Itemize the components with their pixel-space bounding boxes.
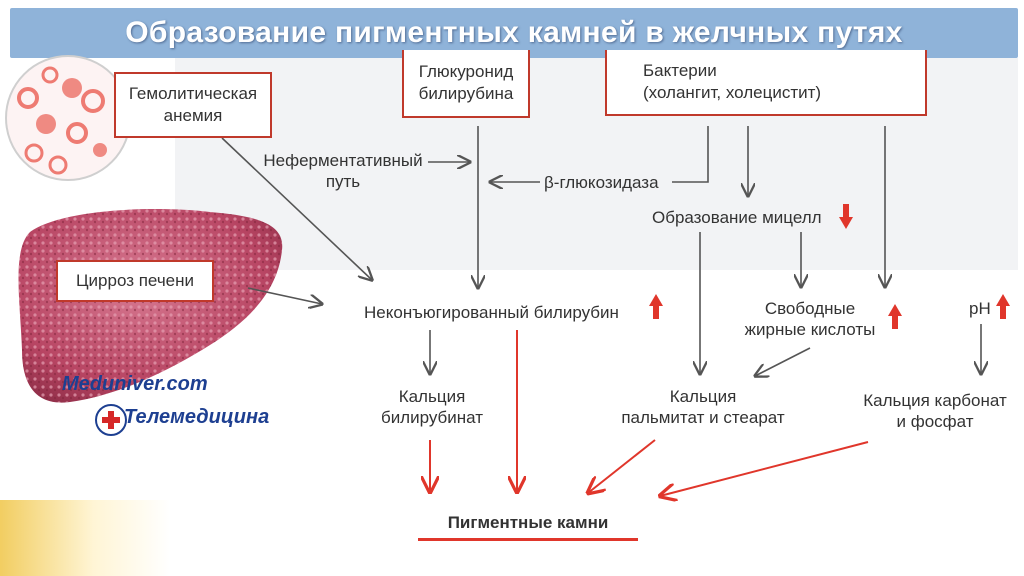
glucuronide-line2: билирубина: [418, 84, 514, 103]
label-pigment-stones: Пигментные камни: [418, 508, 638, 541]
freefa-increase-icon: [888, 304, 902, 329]
freefa-line1: Свободные: [764, 299, 856, 318]
blood-cells-illustration: [5, 55, 131, 181]
arrow-freefa-to-palmitate: [755, 347, 811, 376]
arrow-palmitate-to-stones: [588, 439, 656, 493]
label-micelle-formation: Образование мицелл: [652, 208, 822, 227]
hemolytic-line2: анемия: [163, 106, 223, 125]
bacteria-line2: (холангит, холецистит): [643, 83, 822, 102]
box-hemolytic-anemia: Гемолитическая анемия: [114, 72, 272, 138]
bacteria-line1: Бактерии: [643, 60, 717, 80]
ca-palmitate-line1: Кальция: [669, 387, 737, 406]
watermark-site: Meduniver.com: [62, 373, 208, 395]
freefa-line2: жирные кислоты: [744, 320, 876, 340]
arrow-anemia-to-unconjugated: [221, 137, 372, 280]
box-bacteria: Бактерии (холангит, холецистит): [605, 50, 927, 116]
liver-illustration: [18, 209, 283, 403]
medical-cross-icon: [95, 404, 127, 436]
watermark-brand: Телемедицина: [124, 406, 270, 428]
arrow-bacteria-glucosidase: [672, 126, 709, 183]
hemolytic-line1: Гемолитическая: [128, 83, 258, 103]
label-unconjugated-bilirubin: Неконъюгированный билирубин: [364, 303, 619, 322]
unconjugated-increase-icon: [649, 294, 663, 319]
ca-carbonate-line2: и фосфат: [896, 412, 974, 432]
ph-increase-icon: [996, 294, 1010, 319]
decorative-corner: [0, 500, 170, 576]
nonenzymatic-line2: путь: [325, 172, 361, 192]
arrow-carbonate-to-stones: [660, 441, 869, 496]
glucuronide-line1: Глюкуронид: [418, 61, 514, 81]
ca-bilirubinate-line1: Кальция: [398, 387, 466, 406]
ca-palmitate-line2: пальмитат и стеарат: [621, 408, 785, 428]
micelle-decrease-icon: [839, 204, 853, 229]
page-title: Образование пигментных камней в желчных …: [125, 16, 903, 49]
label-glucosidase: β-глюкозидаза: [544, 173, 659, 192]
label-nonenzymatic: Неферментативный путь: [258, 150, 428, 193]
ca-carbonate-line1: Кальция карбонат: [863, 391, 1007, 410]
title-bar: [10, 8, 1018, 58]
label-ca-carbonate: Кальция карбонат и фосфат: [850, 390, 1020, 433]
cirrhosis-label: Цирроз печени: [75, 270, 195, 290]
background-panel-bottom: [175, 270, 1018, 576]
label-ph: pH: [969, 299, 991, 318]
arrow-cirrhosis-to-unconjugated: [247, 287, 322, 304]
box-glucuronide: Глюкуронид билирубина: [402, 50, 530, 118]
nonenzymatic-line1: Неферментативный: [263, 151, 423, 170]
box-cirrhosis: Цирроз печени: [56, 260, 214, 302]
label-free-fatty-acids: Свободные жирные кислоты: [735, 298, 885, 341]
label-ca-bilirubinate: Кальция билирубинат: [362, 386, 502, 429]
label-ca-palmitate: Кальция пальмитат и стеарат: [608, 386, 798, 429]
ca-bilirubinate-line2: билирубинат: [380, 408, 484, 428]
